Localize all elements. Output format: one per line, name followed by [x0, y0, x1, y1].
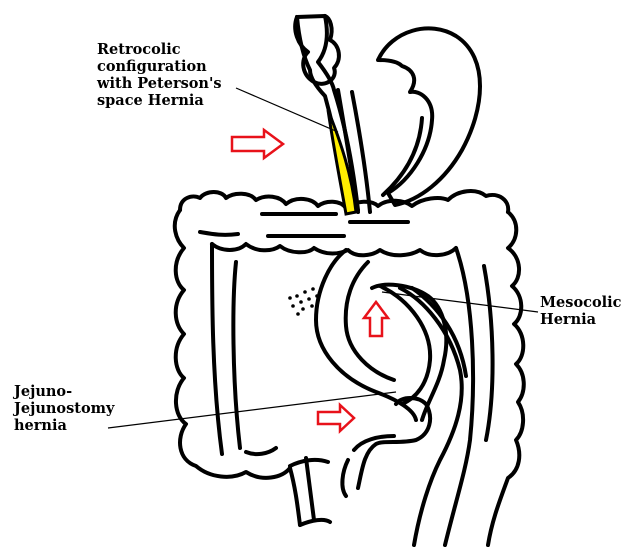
label-mesocolic-hernia: Mesocolic Hernia	[540, 294, 621, 328]
terminal-ileum-2	[306, 458, 314, 520]
arrow-right-icon	[318, 405, 354, 431]
jejunal-loop-8	[342, 460, 348, 496]
gastric-remnant	[378, 28, 480, 205]
arrow-right-icon	[232, 130, 283, 158]
terminal-ileum-4	[300, 520, 330, 525]
ascending-colon-lower	[246, 448, 276, 454]
label-line: Jejuno-	[14, 383, 114, 400]
transverse-colon-haustra-3	[200, 232, 238, 235]
label-line: Hernia	[540, 311, 621, 328]
label-line: space Hernia	[97, 92, 222, 109]
label-line: Jejunostomy	[14, 400, 114, 417]
transverse-colon-lower	[212, 244, 456, 255]
jejunal-loop-7	[358, 398, 430, 488]
ascending-colon-inner2	[233, 262, 240, 448]
label-retrocolic-hernia: Retrocolic configuration with Peterson's…	[97, 41, 222, 109]
terminal-ileum-3	[290, 460, 328, 466]
stipple-dots	[288, 287, 319, 316]
label-jejunojejunostomy-hernia: Jejuno- Jejunostomy hernia	[14, 383, 114, 434]
descending-colon-inner	[445, 248, 473, 545]
leader-line-jj	[108, 392, 396, 428]
label-line: with Peterson's	[97, 75, 222, 92]
label-line: Retrocolic	[97, 41, 222, 58]
descending-colon-inner2	[484, 266, 493, 440]
ascending-colon-inner	[212, 244, 222, 454]
jejunal-loop-1	[316, 250, 416, 420]
arrow-up-icon	[364, 302, 388, 336]
label-line: configuration	[97, 58, 222, 75]
terminal-ileum	[290, 468, 300, 525]
label-line: Mesocolic	[540, 294, 621, 311]
label-line: hernia	[14, 417, 114, 434]
